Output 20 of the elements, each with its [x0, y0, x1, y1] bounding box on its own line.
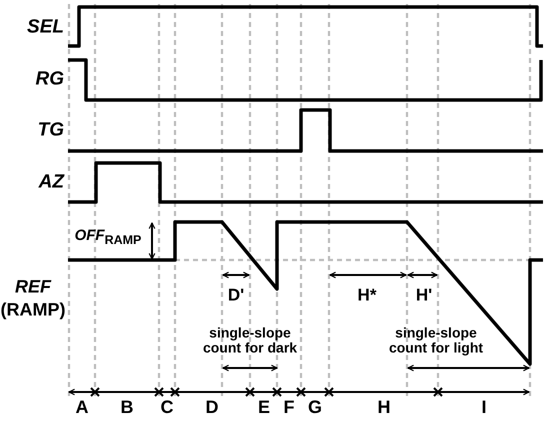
signal-label: TG: [38, 120, 64, 142]
signal-label: AZ: [38, 172, 64, 194]
signal-label: SEL: [27, 18, 64, 38]
segment-label: G: [308, 398, 322, 418]
segment-label: H: [378, 398, 390, 418]
segment-label: C: [160, 398, 174, 418]
signal-label: REF (RAMP): [0, 276, 66, 320]
dimension-label: H': [416, 286, 432, 306]
dimension-label: D': [228, 286, 244, 306]
segment-label: A: [76, 398, 88, 418]
signal-label: RG: [36, 70, 64, 90]
dimension-label: H*: [358, 286, 376, 306]
segment-label: D: [206, 398, 218, 418]
annotation: single-slope count for light: [388, 326, 484, 356]
segment-label: I: [482, 398, 486, 418]
segment-label: E: [258, 398, 270, 418]
dimension-label: OFF$_{RAMP}$: [74, 228, 142, 248]
segment-label: F: [284, 398, 294, 418]
annotation: single-slope count for dark: [202, 326, 298, 356]
segment-label: B: [120, 398, 134, 418]
